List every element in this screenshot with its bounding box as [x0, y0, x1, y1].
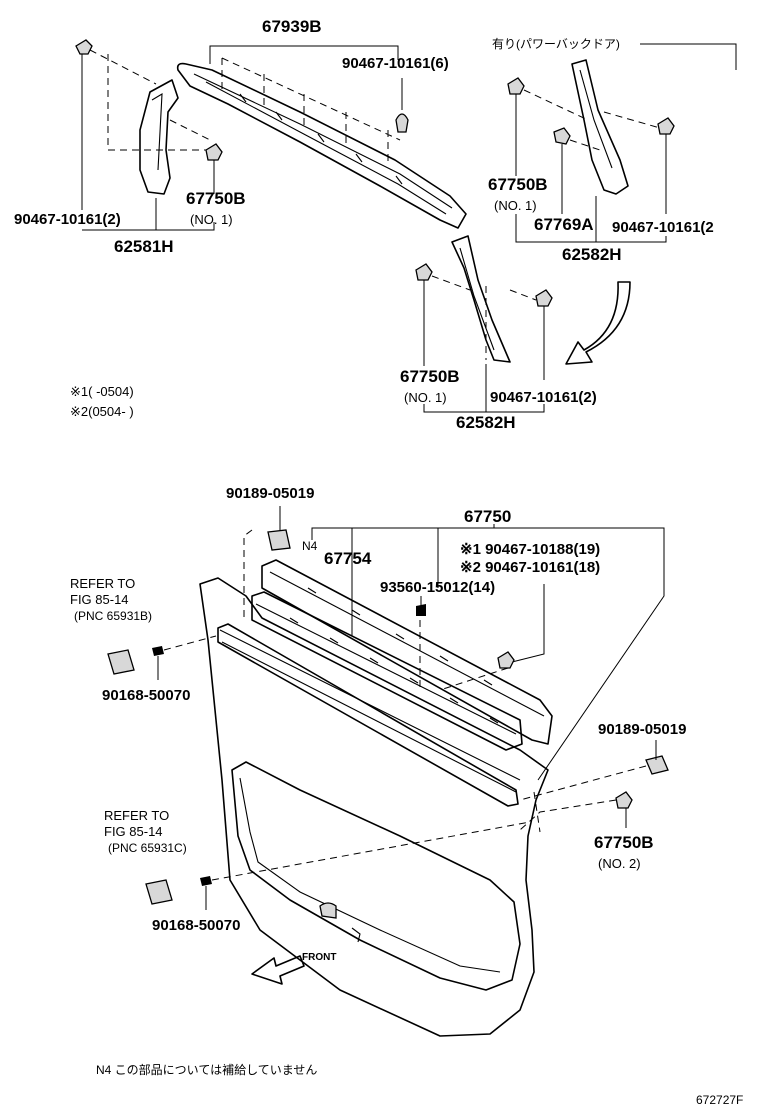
clip-icon [507, 77, 525, 176]
label-67754: 67754 [324, 549, 372, 568]
fastener-guides-door [243, 529, 509, 691]
label-90168-50070-a: 90168-50070 [102, 687, 190, 704]
label-90467-10161-2-a: 90467-10161(2) [14, 211, 121, 228]
label-67750b-c: 67750B [400, 367, 460, 386]
pillar-trim-62582h-lower [451, 235, 511, 363]
guide-screw-1 [163, 635, 217, 651]
label-67750: 67750 [464, 507, 511, 526]
label-62582h-a: 62582H [562, 245, 622, 264]
clip-icon [267, 506, 291, 551]
label-67750b-d: 67750B [594, 833, 654, 852]
label-90467-10161-18: ※2 90467-10161(18) [460, 559, 600, 576]
fastener-guides-right-upper [523, 89, 661, 151]
label-no2: (NO. 2) [598, 856, 641, 871]
bracket-67939b [209, 45, 399, 64]
fastener-guides-right-lower [431, 275, 537, 360]
clip-icon [497, 651, 515, 669]
label-90467-10161-6: 90467-10161(6) [342, 55, 449, 72]
refer-1-line-3: (PNC 65931B) [74, 609, 152, 623]
label-62582h-b: 62582H [456, 413, 516, 432]
clip-icon [205, 143, 223, 194]
door-strip-upper [261, 559, 553, 745]
refer-2-line-1: REFER TO [104, 808, 169, 823]
refer-part-65931c [145, 879, 173, 905]
label-front: FRONT [302, 952, 336, 963]
clip-icon [615, 791, 633, 828]
screw-icon [200, 876, 212, 910]
guide-screw-2 [211, 821, 531, 881]
footnote-n4: N4 この部品については補給していません [96, 1062, 317, 1077]
label-67769a: 67769A [534, 215, 594, 234]
back-door-trim-67750 [199, 577, 549, 1037]
label-67750b-b: 67750B [488, 175, 548, 194]
label-90467-10161-2-c: 90467-10161(2) [490, 389, 597, 406]
label-90467-10188-19: ※1 90467-10188(19) [460, 541, 600, 558]
bracket-67750 [311, 524, 665, 781]
clip-icon [415, 263, 433, 366]
refer-1-line-2: FIG 85-14 [70, 592, 129, 607]
label-no1-c: (NO. 1) [404, 390, 447, 405]
pillar-trim-62581h [139, 79, 179, 195]
door-strip-67754 [251, 591, 523, 751]
label-62581h: 62581H [114, 237, 174, 256]
label-93560-15012-14: 93560-15012(14) [380, 579, 495, 596]
bracket-62582h-upper [515, 196, 667, 243]
label-67750b-a: 67750B [186, 189, 246, 208]
label-90189-05019-b: 90189-05019 [598, 721, 686, 738]
direction-arrow-icon [565, 281, 631, 365]
front-arrow-icon [251, 955, 305, 985]
bracket-62582h-lower [423, 364, 545, 413]
bracket-62581h [82, 222, 215, 231]
fastener-guides-top [221, 57, 401, 166]
screw-icon [152, 646, 164, 680]
pillar-trim-62582h-upper [571, 59, 629, 195]
refer-2-line-2: FIG 85-14 [104, 824, 163, 839]
note-1: ※1( -0504) [70, 384, 134, 399]
label-90189-05019-a: 90189-05019 [226, 485, 314, 502]
door-strip-lower [217, 623, 519, 807]
clip-icon [657, 117, 675, 214]
figure-code: 672727F [696, 1093, 743, 1107]
label-no1-a: (NO. 1) [190, 212, 233, 227]
note-2: ※2(0504- ) [70, 404, 134, 419]
fastener-guides-left [89, 49, 220, 151]
clip-icon [535, 289, 553, 380]
label-no1-b: (NO. 1) [494, 198, 537, 213]
clip-icon [75, 39, 93, 210]
label-67939b: 67939B [262, 17, 322, 36]
trim-strip-67939b [176, 62, 467, 229]
refer-1-line-1: REFER TO [70, 576, 135, 591]
label-power-door-variant: 有り(パワーバックドア) [492, 37, 620, 51]
screw-icon [416, 596, 426, 616]
clip-icon [553, 127, 571, 214]
fastener-guides-door-right [519, 765, 647, 833]
label-90168-50070-b: 90168-50070 [152, 917, 240, 934]
lead-90467-18 [511, 584, 545, 663]
refer-2-line-3: (PNC 65931C) [108, 841, 187, 855]
label-90467-10161-2-b: 90467-10161(2 [612, 219, 714, 236]
clip-icon [395, 78, 409, 133]
clip-icon [645, 740, 669, 775]
label-n4: N4 [302, 539, 318, 553]
refer-part-65931b [107, 649, 135, 675]
variant-bracket [640, 43, 737, 70]
